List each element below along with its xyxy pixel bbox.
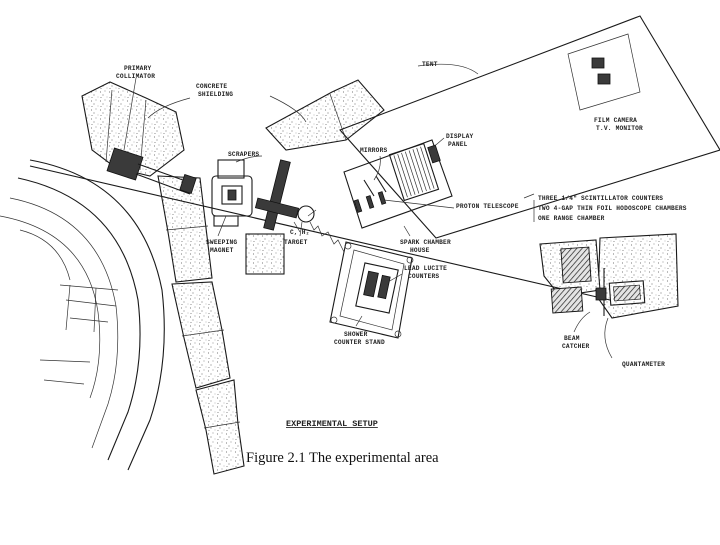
labels: PRIMARY COLLIMATOR CONCRETE SHIELDING SC… (116, 61, 687, 466)
setup-title: EXPERIMENTAL SETUP (286, 419, 378, 429)
label-spark-chamber-1: SPARK CHAMBER (400, 239, 451, 246)
label-spark-chamber-2: HOUSE (410, 247, 430, 254)
label-shower-stand-1: SHOWER (344, 331, 368, 338)
label-lead-lucite-2: COUNTERS (408, 273, 439, 280)
spark-chamber-house (343, 139, 453, 229)
leader-lines (123, 63, 613, 359)
label-beam-catcher-2: CATCHER (562, 343, 589, 350)
label-telescope-component-1: THREE 1/4" SCINTILLATOR COUNTERS (538, 195, 663, 202)
label-primary-collimator-2: COLLIMATOR (116, 73, 155, 80)
label-concrete-shielding-2: SHIELDING (198, 91, 233, 98)
primary-collimator (106, 147, 197, 195)
label-display-panel-2: PANEL (448, 141, 468, 148)
label-target: TARGET (284, 239, 308, 246)
scrapers (211, 159, 253, 227)
label-film-camera: FILM CAMERA (594, 117, 637, 124)
label-mirrors: MIRRORS (360, 147, 387, 154)
label-scrapers: SCRAPERS (228, 151, 259, 158)
label-display-panel-1: DISPLAY (446, 133, 473, 140)
label-primary-collimator-1: PRIMARY (124, 65, 151, 72)
quantameter (595, 280, 646, 306)
label-telescope-component-3: ONE RANGE CHAMBER (538, 215, 605, 222)
sweeping-magnet (254, 159, 300, 231)
label-shower-stand-2: COUNTER STAND (334, 339, 385, 346)
beam-line (29, 165, 611, 301)
accelerator-ring (0, 159, 165, 471)
label-concrete-shielding-1: CONCRETE (196, 83, 227, 90)
figure-caption: Figure 2.1 The experimental area (246, 450, 439, 466)
label-sweeping-magnet-2: MAGNET (210, 247, 234, 254)
shower-counter-stand (329, 241, 414, 339)
label-lead-lucite-1: LEAD LUCITE (404, 265, 447, 272)
label-tent: TENT (422, 61, 438, 68)
label-proton-telescope: PROTON TELESCOPE (456, 203, 519, 210)
label-tv-monitor: T.V. MONITOR (596, 125, 643, 132)
label-telescope-component-2: TWO 4-GAP THIN FOIL HODOSCOPE CHAMBERS (538, 205, 687, 212)
target (293, 205, 345, 253)
label-beam-catcher-1: BEAM (564, 335, 580, 342)
label-sweeping-magnet-1: SWEEPING (206, 239, 237, 246)
label-target-material: C, H₂ (290, 229, 310, 236)
concrete-shielding (81, 79, 679, 475)
label-quantameter: QUANTAMETER (622, 361, 665, 368)
